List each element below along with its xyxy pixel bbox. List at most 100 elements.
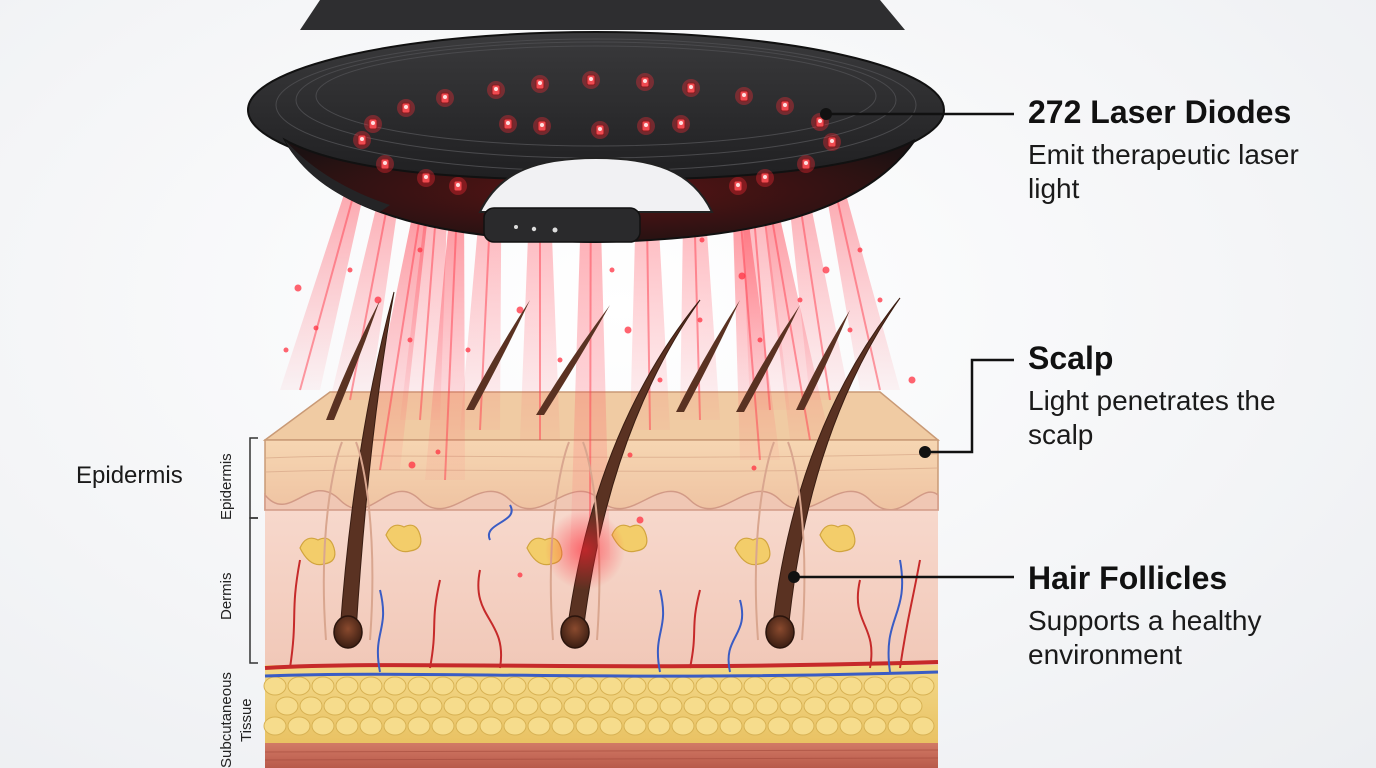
- light-particle: [516, 306, 524, 314]
- light-particle: [294, 284, 302, 292]
- light-particle: [757, 337, 763, 343]
- fat-cell: [911, 716, 935, 736]
- fat-cell: [395, 696, 419, 716]
- fat-cell: [611, 696, 635, 716]
- fat-cell: [407, 676, 431, 696]
- fat-cell: [863, 676, 887, 696]
- light-particle: [374, 296, 382, 304]
- fat-cell: [851, 696, 875, 716]
- diode-highlight: [371, 121, 375, 125]
- fat-cell: [287, 716, 311, 736]
- vein-branch: [727, 599, 744, 673]
- follicle-sheath: [549, 441, 601, 641]
- fat-cell: [743, 676, 767, 696]
- light-particle: [738, 272, 746, 280]
- diode-highlight: [643, 79, 647, 83]
- fat-cell: [707, 696, 731, 716]
- light-particle: [407, 337, 413, 343]
- vein-branch: [376, 589, 385, 673]
- diode-highlight: [538, 81, 542, 85]
- light-particle: [697, 317, 703, 323]
- fat-cell: [383, 676, 407, 696]
- fat-cell: [659, 696, 683, 716]
- fat-cell: [695, 716, 719, 736]
- light-particle: [847, 327, 853, 333]
- artery-branch: [856, 579, 873, 669]
- short-hair: [796, 310, 850, 410]
- fat-cell: [791, 676, 815, 696]
- light-particle: [417, 247, 423, 253]
- fat-cell: [731, 696, 755, 716]
- fat-cell: [887, 716, 911, 736]
- fat-cell: [599, 676, 623, 696]
- hair-follicles-description: Supports a healthy environment: [1028, 605, 1262, 670]
- fat-cell: [311, 716, 335, 736]
- fat-cell: [575, 676, 599, 696]
- fat-cell: [839, 676, 863, 696]
- fat-cell: [323, 696, 347, 716]
- sebaceous-gland: [385, 524, 422, 553]
- fat-cell: [719, 716, 743, 736]
- fat-cell: [767, 716, 791, 736]
- dermis-bracket: [249, 517, 258, 664]
- fat-cell: [623, 716, 647, 736]
- fat-cell: [263, 676, 287, 696]
- fat-cell: [527, 716, 551, 736]
- laser-diodes: [353, 71, 841, 195]
- fat-cell: [299, 696, 323, 716]
- callout-lines: [794, 112, 1014, 579]
- helmet-strap: [483, 207, 641, 243]
- helmet-dome: [300, 0, 905, 30]
- follicle-sheath: [322, 441, 374, 641]
- diode-highlight: [763, 175, 767, 179]
- fat-cell: [527, 676, 551, 696]
- sebaceous-gland: [734, 537, 771, 566]
- fat-cell: [827, 696, 851, 716]
- fat-cell: [911, 676, 935, 696]
- light-particle: [877, 297, 883, 303]
- beam-core: [379, 177, 427, 471]
- diode-highlight: [598, 127, 602, 131]
- diode-highlight: [736, 183, 740, 187]
- fat-cell: [263, 716, 287, 736]
- hair-shaft: [339, 291, 395, 633]
- hair-bulb: [333, 615, 363, 649]
- fat-cell: [371, 696, 395, 716]
- muscle-layer: [265, 743, 938, 768]
- fat-cell: [467, 696, 491, 716]
- fat-cell: [431, 716, 455, 736]
- fat-cell: [503, 676, 527, 696]
- artery-branch: [899, 559, 921, 669]
- short-hair: [676, 300, 740, 412]
- fat-cell: [335, 716, 359, 736]
- fat-cell: [623, 676, 647, 696]
- fat-cell: [335, 676, 359, 696]
- light-particle: [465, 347, 471, 353]
- diode-highlight: [494, 87, 498, 91]
- dermis-vertical-label: Dermis: [218, 572, 235, 621]
- fat-cell: [839, 716, 863, 736]
- scalp-dot: [919, 446, 931, 458]
- fat-cell: [551, 676, 575, 696]
- fat-cell: [743, 716, 767, 736]
- diode-highlight: [830, 139, 834, 143]
- artery-branch: [689, 589, 701, 669]
- fat-cell: [779, 696, 803, 716]
- light-particle: [751, 465, 757, 471]
- fat-cell: [695, 676, 719, 696]
- fat-cell: [443, 696, 467, 716]
- fat-cell: [587, 696, 611, 716]
- laser-diodes-description: Emit therapeutic laser light: [1028, 139, 1299, 204]
- diode-highlight: [424, 175, 428, 179]
- fat-cell: [875, 696, 899, 716]
- epidermis-bracket: [249, 437, 258, 519]
- hair-shaft: [771, 297, 901, 633]
- fat-cell: [647, 676, 671, 696]
- fat-cell: [491, 696, 515, 716]
- hair-bulb: [560, 615, 590, 649]
- light-particle: [283, 347, 289, 353]
- light-particle: [627, 452, 633, 458]
- fat-cell: [563, 696, 587, 716]
- scalp-title: Scalp: [1028, 340, 1114, 376]
- light-particle: [557, 357, 563, 363]
